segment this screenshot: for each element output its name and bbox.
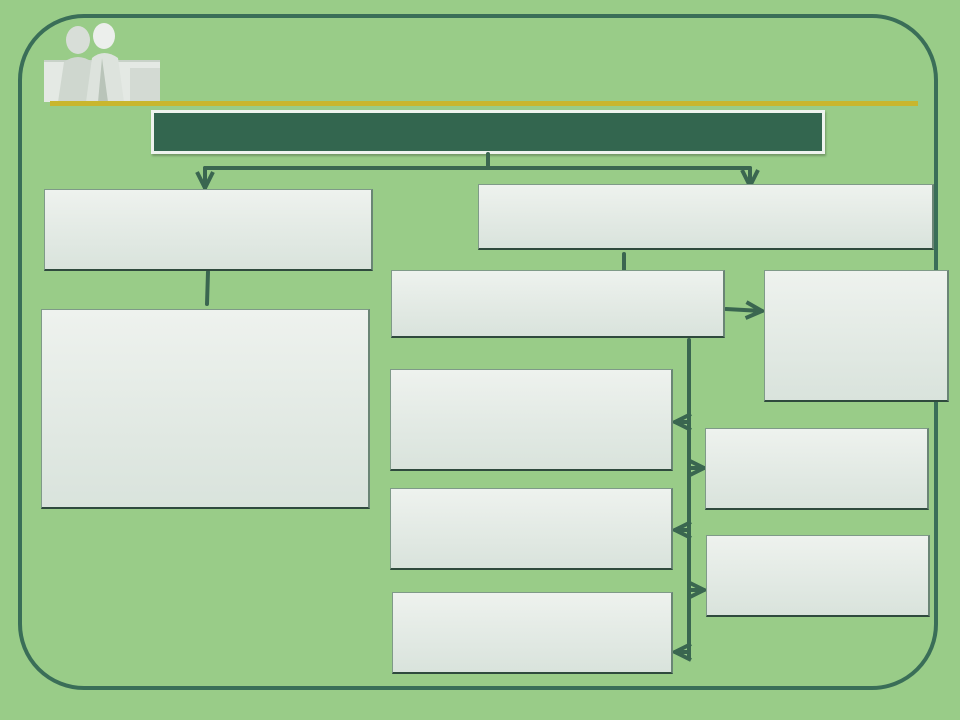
mid-right-box [764,270,949,402]
mid-center-box [391,270,725,338]
branch-right-box-2 [706,535,930,617]
diagram-title-bar [151,110,825,154]
top-right-box [478,184,934,250]
left-column-connector [205,270,210,306]
people-silhouette-logo [44,23,160,102]
title-underline-rule [50,101,918,106]
left-detail-box [41,309,370,509]
branch-left-box-3 [392,592,673,674]
branch-right-box-1 [705,428,929,510]
branch-left-box-1 [390,369,673,471]
arrow-to-mid-right [724,309,762,311]
top-left-box [44,189,373,271]
branch-left-box-2 [390,488,673,570]
